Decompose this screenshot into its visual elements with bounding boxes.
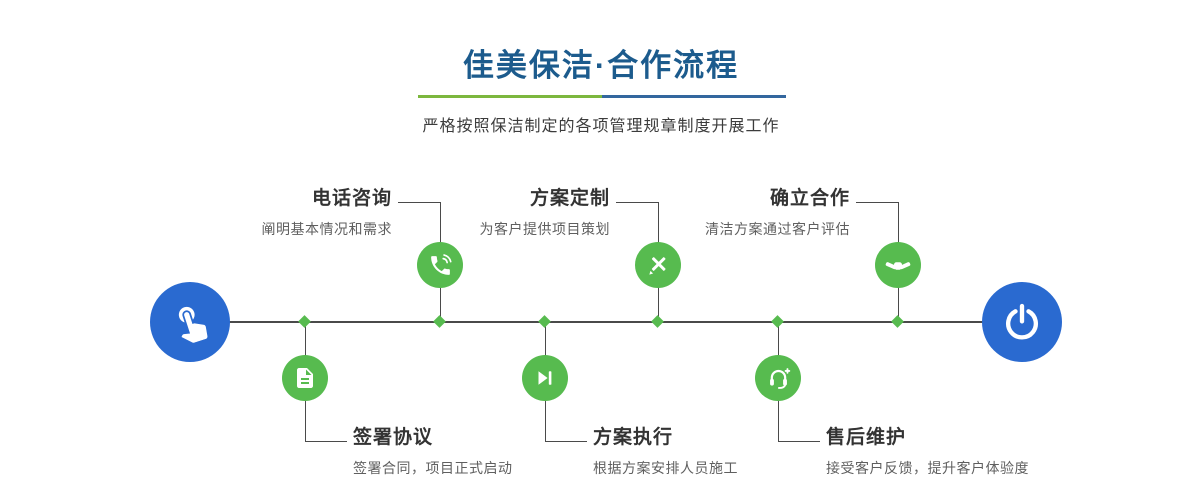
step-node-establish-coop — [875, 242, 921, 288]
step-title: 方案执行 — [593, 427, 674, 448]
play-icon — [533, 366, 557, 390]
page-title: 佳美保洁·合作流程 — [462, 48, 740, 83]
timeline-start-node — [150, 282, 230, 362]
step-label-establish-coop: 确立合作 清洁方案通过客户评估 — [705, 188, 850, 238]
connector-top-1-h — [398, 202, 440, 203]
timeline-junction-diamond — [771, 315, 784, 328]
timeline-junction-diamond — [298, 315, 311, 328]
step-label-plan-custom: 方案定制 为客户提供项目策划 — [480, 188, 611, 238]
step-desc: 清洁方案通过客户评估 — [705, 220, 850, 237]
step-label-aftersales: 售后维护 接受客户反馈，提升客户体验度 — [826, 427, 1029, 477]
timeline-end-node — [982, 282, 1062, 362]
connector-top-3-h — [856, 202, 898, 203]
page-subtitle: 严格按照保洁制定的各项管理规章制度开展工作 — [422, 118, 780, 135]
phone-icon — [428, 253, 453, 278]
step-desc: 签署合同，项目正式启动 — [353, 459, 513, 476]
step-desc: 根据方案安排人员施工 — [593, 459, 738, 476]
connector-bottom-1-h — [305, 441, 347, 442]
connector-bottom-2-h — [545, 441, 587, 442]
step-title: 售后维护 — [826, 427, 907, 448]
step-node-aftersales — [755, 355, 801, 401]
step-node-plan-custom — [635, 242, 681, 288]
pencil-ruler-icon — [646, 253, 671, 278]
timeline-line — [190, 321, 1022, 323]
step-node-sign-agreement — [282, 355, 328, 401]
step-label-phone-consult: 电话咨询 阐明基本情况和需求 — [262, 188, 393, 238]
timeline-junction-diamond — [651, 315, 664, 328]
step-node-phone-consult — [417, 242, 463, 288]
step-title: 确立合作 — [769, 188, 850, 209]
title-divider — [418, 95, 786, 98]
step-desc: 阐明基本情况和需求 — [261, 220, 392, 237]
step-node-plan-execution — [522, 355, 568, 401]
connector-bottom-3-h — [778, 441, 820, 442]
headset-icon — [766, 366, 791, 391]
connector-top-2-h — [616, 202, 658, 203]
step-title: 电话咨询 — [311, 188, 392, 209]
timeline-junction-diamond — [538, 315, 551, 328]
timeline-junction-diamond — [891, 315, 904, 328]
power-icon — [1002, 302, 1042, 342]
step-title: 方案定制 — [529, 188, 610, 209]
step-label-plan-execution: 方案执行 根据方案安排人员施工 — [593, 427, 738, 477]
document-icon — [293, 366, 317, 390]
timeline-junction-diamond — [433, 315, 446, 328]
handshake-icon — [885, 252, 911, 278]
pointing-hand-icon — [164, 296, 217, 349]
step-label-sign-agreement: 签署协议 签署合同，项目正式启动 — [353, 427, 513, 477]
step-desc: 接受客户反馈，提升客户体验度 — [826, 459, 1029, 476]
step-desc: 为客户提供项目策划 — [479, 220, 610, 237]
step-title: 签署协议 — [353, 427, 434, 448]
